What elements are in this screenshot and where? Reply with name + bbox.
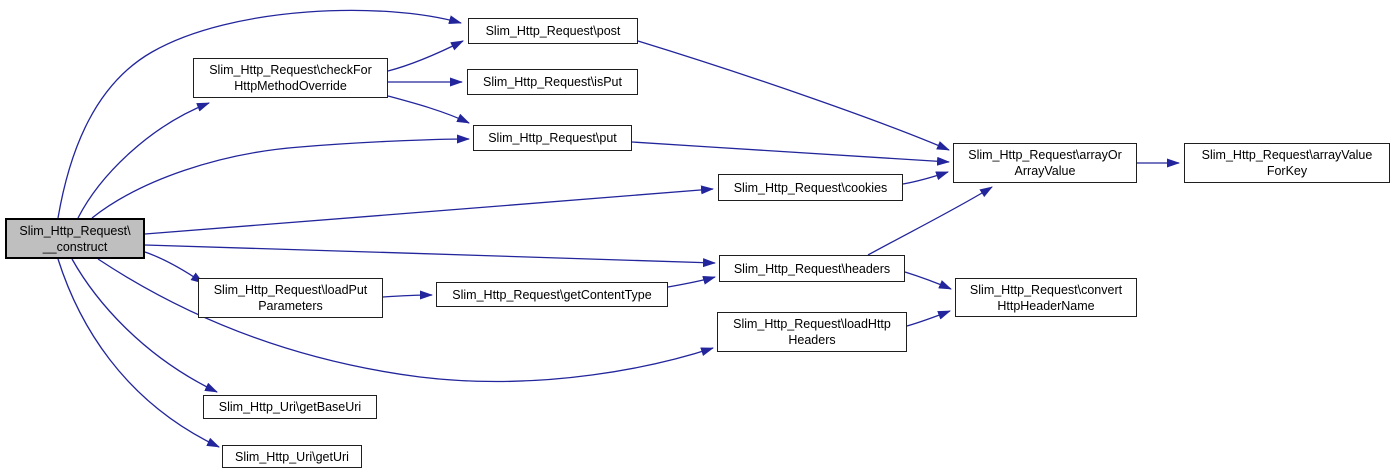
- edge-construct-to-cookies: [144, 185, 714, 235]
- node-isPut[interactable]: Slim_Http_Request\isPut: [467, 69, 638, 95]
- edge-getContentType-to-headers: [667, 275, 716, 288]
- edge-construct-to-checkForHttpMethodOverride: [77, 102, 210, 219]
- edge-construct-to-put: [91, 134, 470, 219]
- node-getContentType[interactable]: Slim_Http_Request\getContentType: [436, 282, 668, 307]
- edge-construct-to-loadHttpHeaders: [97, 258, 714, 383]
- node-headers[interactable]: Slim_Http_Request\headers: [719, 255, 905, 282]
- node-cookies[interactable]: Slim_Http_Request\cookies: [718, 174, 903, 201]
- node-label-line: Slim_Http_Request\headers: [733, 261, 891, 276]
- node-label-line: Headers: [788, 333, 836, 347]
- node-label-line: Slim_Http_Request\loadPut: [213, 283, 368, 297]
- edge-cookies-to-arrayOrArrayValue: [902, 171, 949, 185]
- node-label-line: Slim_Http_Request\isPut: [483, 75, 622, 89]
- edge-put-to-arrayOrArrayValue: [631, 141, 950, 166]
- edge-headers-to-arrayOrArrayValue: [867, 186, 993, 256]
- edge-construct-to-headers: [144, 244, 716, 268]
- node-label-line: Slim_Http_Request\: [19, 223, 131, 238]
- edge-construct-to-loadPutParameters: [144, 251, 204, 284]
- edge-construct-to-getUri: [57, 258, 220, 448]
- node-label-line: Slim_Http_Request\cookies: [733, 180, 888, 195]
- node-getUri[interactable]: Slim_Http_Uri\getUri: [222, 445, 362, 468]
- node-construct: Slim_Http_Request\__construct: [5, 218, 145, 259]
- node-label-line: __construct: [42, 239, 108, 254]
- node-label-line: Slim_Http_Request\put: [488, 131, 617, 145]
- node-label-line: Slim_Http_Request\loadHttp: [733, 317, 891, 331]
- node-label-line: ArrayValue: [1014, 164, 1076, 178]
- node-label-line: Slim_Http_Request\arrayValue: [1201, 148, 1373, 162]
- edge-checkForHttpMethodOverride-to-put: [387, 95, 470, 124]
- edge-checkForHttpMethodOverride-to-post: [387, 40, 464, 72]
- edge-headers-to-convertHttpHeaderName: [904, 271, 952, 290]
- node-label-line: Slim_Http_Uri\getUri: [235, 449, 349, 464]
- node-label-line: Slim_Http_Request\checkFor: [209, 63, 372, 77]
- node-label-line: Slim_Http_Uri\getBaseUri: [218, 400, 362, 414]
- node-label-line: Parameters: [258, 299, 323, 313]
- edge-construct-to-getBaseUri: [71, 258, 218, 393]
- node-label-line: HttpHeaderName: [997, 298, 1095, 313]
- edge-loadHttpHeaders-to-convertHttpHeaderName: [906, 310, 951, 327]
- node-label-line: Slim_Http_Request\arrayOr: [968, 148, 1122, 162]
- edge-loadPutParameters-to-getContentType: [382, 290, 433, 300]
- node-label-line: HttpMethodOverride: [234, 79, 347, 93]
- node-label-line: Slim_Http_Request\convert: [969, 282, 1123, 297]
- node-label-line: Slim_Http_Request\post: [485, 24, 621, 38]
- edge-construct-to-post: [57, 9, 462, 219]
- node-label-line: ForKey: [1266, 164, 1308, 178]
- node-label-line: Slim_Http_Request\getContentType: [452, 287, 652, 302]
- node-post[interactable]: Slim_Http_Request\post: [468, 18, 638, 44]
- node-put[interactable]: Slim_Http_Request\put: [473, 125, 632, 151]
- node-getBaseUri[interactable]: Slim_Http_Uri\getBaseUri: [203, 395, 377, 419]
- edge-post-to-arrayOrArrayValue: [637, 40, 950, 151]
